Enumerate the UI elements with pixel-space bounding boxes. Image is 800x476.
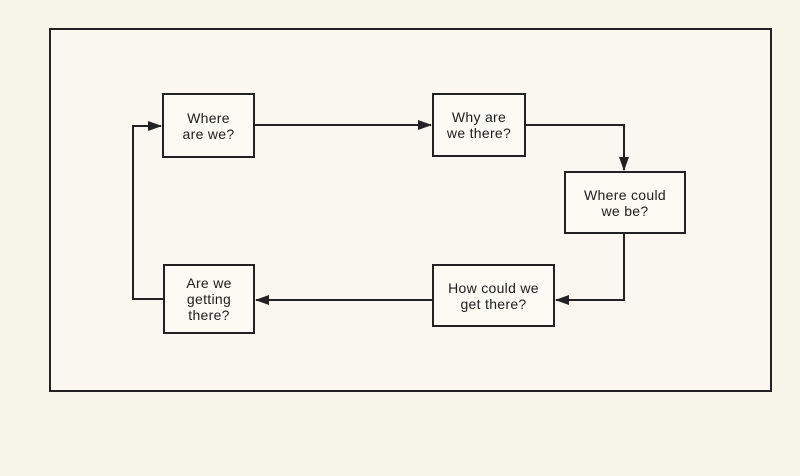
node-label-line: How could we — [448, 279, 539, 296]
node-where-could-we-be: Where could we be? — [564, 171, 686, 234]
node-label-line: are we? — [182, 125, 235, 142]
node-label-line: get there? — [460, 295, 527, 312]
node-label-line: getting — [186, 291, 232, 307]
node-label-line: Are we — [186, 275, 232, 291]
node-label-line: Why are — [451, 109, 507, 125]
node-label-line: Where could — [584, 186, 666, 203]
node-are-we-getting-there: Are we getting there? — [163, 264, 255, 334]
node-label-line: we be? — [601, 202, 649, 219]
node-why-are-we-there: Why are we there? — [432, 93, 526, 157]
node-how-could-we-get-there: How could we get there? — [432, 264, 555, 327]
node-label-line: Where — [187, 109, 230, 126]
node-where-are-we: Where are we? — [162, 93, 255, 158]
node-label-line: we there? — [446, 125, 512, 141]
node-label-line: there? — [188, 307, 230, 323]
